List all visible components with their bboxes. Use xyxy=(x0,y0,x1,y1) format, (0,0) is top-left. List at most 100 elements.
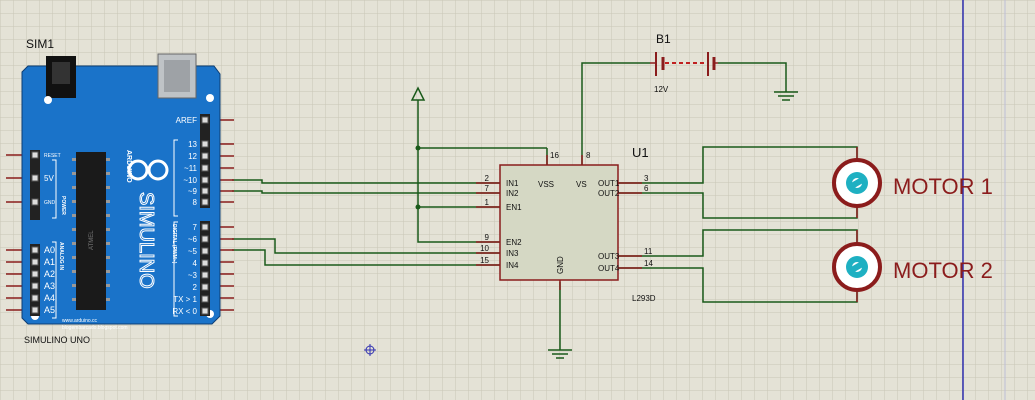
ground-icon[interactable] xyxy=(548,349,572,359)
header-pin[interactable] xyxy=(201,283,209,291)
brand-text: SIMULINO xyxy=(135,192,157,289)
header-pin[interactable] xyxy=(201,176,209,184)
power-terminal-icon[interactable] xyxy=(410,86,426,101)
power-jack-inner xyxy=(52,62,70,84)
driver-pin-name: OUT3 xyxy=(598,252,620,261)
mount-hole xyxy=(44,96,52,104)
driver-top-pin-lines xyxy=(546,155,583,165)
junction-dot xyxy=(415,145,421,151)
digital-pin-label: ~10 xyxy=(183,176,197,185)
simulino-logo-icon xyxy=(127,159,169,181)
digital-pin-label: AREF xyxy=(176,116,197,125)
driver-body xyxy=(499,164,619,281)
driver-pin-number: 7 xyxy=(485,184,490,193)
driver-pin-name: OUT2 xyxy=(598,189,620,198)
driver-pin-name: IN1 xyxy=(506,179,519,188)
pin-num-vss: 16 xyxy=(550,151,559,160)
driver-pin-name: EN1 xyxy=(506,203,522,212)
digital-bracket-bottom xyxy=(173,221,178,317)
driver-pin-name: OUT1 xyxy=(598,179,620,188)
driver-pin-number: 15 xyxy=(480,256,489,265)
arduino-ref: SIM1 xyxy=(26,37,54,51)
chip-legs xyxy=(72,158,110,301)
header-pin[interactable] xyxy=(201,271,209,279)
motor-1[interactable]: MOTOR 1 xyxy=(832,147,993,218)
sub-brand-text: ARDUINO xyxy=(125,150,132,183)
driver-ref: U1 xyxy=(632,145,649,160)
header-pin[interactable] xyxy=(31,198,39,206)
digital-pin-label: ~3 xyxy=(188,271,198,280)
driver-part: L293D xyxy=(632,294,656,303)
analog-pin-label: A5 xyxy=(44,305,55,315)
pin-name-vss: VSS xyxy=(538,180,554,189)
header-pin[interactable] xyxy=(201,295,209,303)
header-pin[interactable] xyxy=(201,198,209,206)
junction-dot xyxy=(415,204,421,210)
chip-label: ATMEL xyxy=(89,230,95,250)
header-pin[interactable] xyxy=(31,151,39,159)
analog-bracket xyxy=(52,241,57,319)
header-pin[interactable] xyxy=(201,235,209,243)
header-pin[interactable] xyxy=(31,246,39,254)
analog-pin-label: A1 xyxy=(44,257,55,267)
driver-pin-name: EN2 xyxy=(506,238,522,247)
header-pin[interactable] xyxy=(201,164,209,172)
digital-pin-label: 2 xyxy=(193,283,198,292)
motor-1-rotor-bar xyxy=(849,176,865,190)
header-analog xyxy=(30,244,40,316)
header-pin[interactable] xyxy=(31,282,39,290)
battery-b1[interactable]: B1 12V xyxy=(650,32,718,94)
motor-1-label: MOTOR 1 xyxy=(893,174,993,199)
driver-pin-number: 11 xyxy=(644,247,653,256)
header-pin[interactable] xyxy=(31,174,39,182)
ground-icon[interactable] xyxy=(774,91,798,101)
pin-name-gnd: GND xyxy=(556,256,565,274)
driver-pin-name: IN4 xyxy=(506,261,519,270)
usb-port-inner xyxy=(164,60,190,92)
header-pin[interactable] xyxy=(31,258,39,266)
digital-pin-label: ~6 xyxy=(188,235,198,244)
digital-pin-label: ~11 xyxy=(184,164,198,173)
digital-pin-label: TX > 1 xyxy=(173,295,197,304)
digital-pin-label: 4 xyxy=(193,259,198,268)
motor-2-rotor-bar xyxy=(849,260,865,274)
header-pin[interactable] xyxy=(31,306,39,314)
header-pin[interactable] xyxy=(201,259,209,267)
driver-pin-number: 14 xyxy=(644,259,653,268)
header-pin[interactable] xyxy=(201,307,209,315)
arduino-board[interactable]: SIM1 xyxy=(6,37,234,345)
url-1: www.arduino.cc xyxy=(62,318,98,324)
driver-pin-number: 9 xyxy=(485,233,490,242)
analog-label: ANALOG IN xyxy=(58,242,64,270)
motor-2[interactable]: MOTOR 2 xyxy=(832,230,993,302)
pin-num-vs: 8 xyxy=(586,151,591,160)
header-pin[interactable] xyxy=(201,223,209,231)
header-pin[interactable] xyxy=(201,247,209,255)
header-pin[interactable] xyxy=(31,270,39,278)
url-2: blogembarcado.blogspot.com xyxy=(62,325,128,331)
header-pin[interactable] xyxy=(201,152,209,160)
header-pin[interactable] xyxy=(31,294,39,302)
header-pin[interactable] xyxy=(201,116,209,124)
mount-hole xyxy=(206,94,214,102)
digital-bracket-top xyxy=(173,139,178,217)
digital-pin-label: 12 xyxy=(188,152,197,161)
wires[interactable] xyxy=(232,62,858,350)
header-pin[interactable] xyxy=(201,140,209,148)
battery-ref: B1 xyxy=(656,32,671,46)
header-pin[interactable] xyxy=(201,187,209,195)
digital-pin-label: 13 xyxy=(188,140,197,149)
arduino-board-body xyxy=(21,65,221,325)
driver-pin-name: IN3 xyxy=(506,249,519,258)
motor-2-label: MOTOR 2 xyxy=(893,258,993,283)
driver-pin-number: 10 xyxy=(480,244,489,253)
header-power xyxy=(30,150,40,220)
driver-pin-number: 1 xyxy=(485,198,490,207)
